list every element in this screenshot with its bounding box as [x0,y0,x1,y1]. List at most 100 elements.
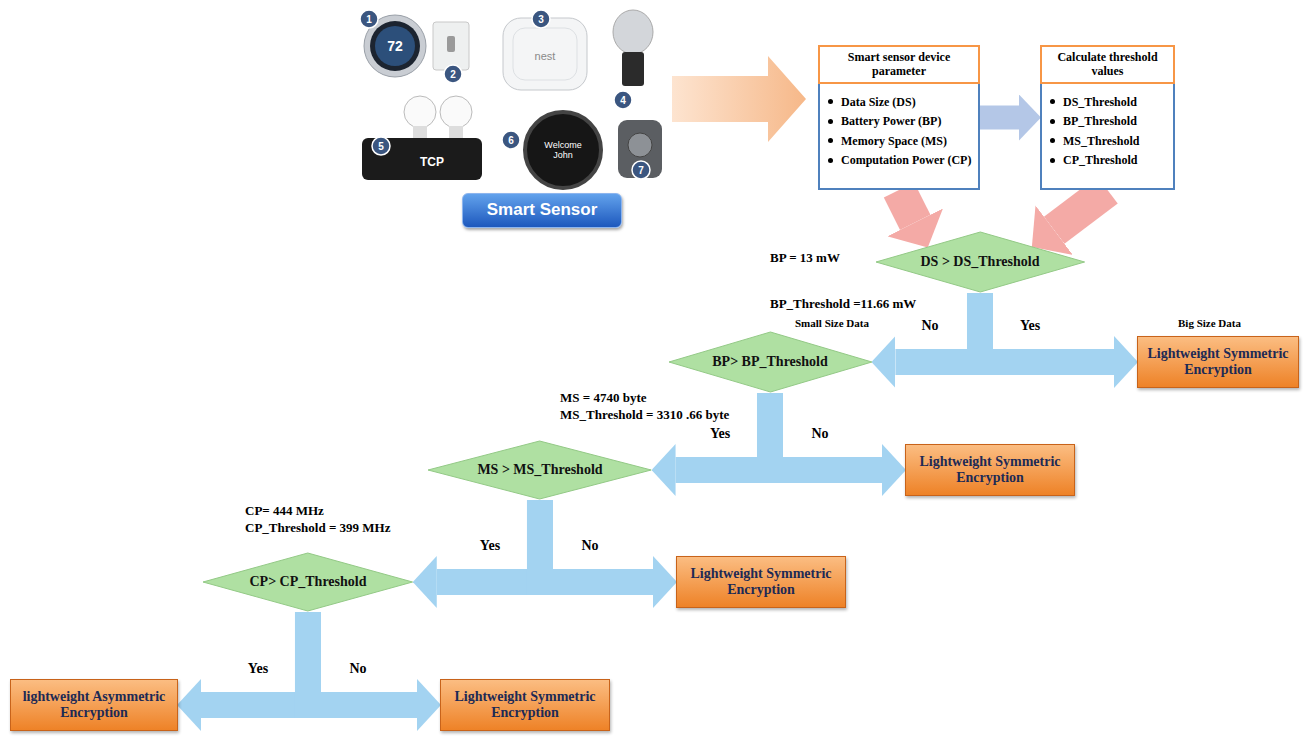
panel-body: Data Size (DS) Battery Power (BP) Memory S… [818,84,980,190]
callout-circle [502,131,520,149]
branch-arrow [437,500,540,582]
value-note: CP_Threshold = 399 MHz [245,520,390,536]
result-text: Lightweight Symmetric Encryption [447,689,603,721]
device-group-button: Smart Sensor [462,193,622,228]
switch-toggle [447,36,455,52]
bullet-dot [1050,138,1055,143]
value-note: BP_Threshold =11.66 mW [770,296,916,312]
result-box: Lightweight Symmetric Encryption [676,556,846,608]
detector-body [503,18,587,90]
callout-circle [632,161,650,179]
bullet-row: DS_Threshold [1046,95,1167,109]
bullet-dot [828,119,833,124]
lock-body [618,120,662,178]
callout-number: 7 [638,165,644,176]
branch-arrow [308,612,417,705]
button-label: Smart Sensor [487,200,598,220]
callout-number: 1 [366,14,372,25]
flow-arrow [980,106,1019,130]
panel-header: Calculate threshold values [1040,45,1175,84]
bulb-icon [613,10,653,86]
display-face [525,112,601,188]
decision-diamond: DS > DS_Threshold [875,231,1086,293]
hub-bar [362,138,482,180]
parameter-item: BP_Threshold [1063,114,1137,128]
input-arrow [672,56,806,142]
callout-circle [614,91,632,109]
branch-label: Yes [478,538,502,553]
decision-diamond: CP> CP_Threshold [202,552,414,612]
result-text: Lightweight Symmetric Encryption [912,454,1068,486]
decision-diamond: MS > MS_Threshold [427,440,652,500]
decision-text: MS > MS_Threshold [477,462,602,478]
bullet-row: Battery Power (BP) [824,114,972,128]
device-display: 72 [387,38,403,54]
branch-label: No [809,426,830,441]
bulb-base [622,52,644,86]
bullet-row: Data Size (DS) [824,95,972,109]
decision-text: DS > DS_Threshold [921,254,1040,270]
switch-icon [433,22,469,70]
result-box: lightweight Asymmetric Encryption [10,679,178,731]
decision-text: BP> BP_Threshold [712,354,827,370]
callout-circle [444,65,462,83]
decision-diamond: BP> BP_Threshold [668,331,873,393]
bullet-row: CP_Threshold [1046,153,1167,167]
branch-label: Yes [246,661,270,676]
flow-arrow [899,190,915,222]
thermostat-glow [375,26,415,66]
bullet-row: MS_Threshold [1046,134,1167,148]
diamond-shape [428,441,651,499]
callout-number: 2 [450,69,456,80]
branch-note: Small Size Data [795,317,869,329]
device-logo: TCP [420,155,444,169]
branch-note: Big Size Data [1178,317,1241,329]
lock-knob [628,133,652,157]
display-icon [525,112,601,188]
parameter-item: Data Size (DS) [841,95,916,109]
value-note: CP= 444 MHz [245,503,324,519]
bullet-row: BP_Threshold [1046,114,1167,128]
value-note: BP = 13 mW [770,250,840,266]
branch-label: No [919,318,940,333]
hub-icon [362,96,482,180]
bullet-dot [1050,158,1055,163]
callout-markers [360,10,650,179]
callout-circle [360,10,378,28]
hub-bulb-base [449,126,463,138]
branch-label: No [347,661,368,676]
value-note: MS_Threshold = 3310 .66 byte [560,407,729,423]
result-text: Lightweight Symmetric Encryption [1144,346,1292,378]
branch-arrow [676,393,770,470]
result-text: Lightweight Symmetric Encryption [683,566,839,598]
callout-circle [372,137,390,155]
bullet-dot [828,158,833,163]
branch-arrow [201,612,308,705]
threshold-panel: Calculate threshold valuesDS_ThresholdBP… [1040,45,1175,190]
parameter-item: Computation Power (CP) [841,153,971,167]
result-box: Lightweight Symmetric Encryption [440,679,610,731]
result-box: Lightweight Symmetric Encryption [905,444,1075,496]
bullet-dot [828,138,833,143]
parameter-item: Memory Space (MS) [841,134,947,148]
smoke-detector-icon [503,18,587,90]
thermostat-face [370,21,420,71]
branch-label: No [579,538,600,553]
diamond-shape [669,332,872,392]
flow-arrow [1054,190,1107,230]
panel-header: Smart sensor device parameter [818,45,980,84]
callout-number: 6 [508,135,514,146]
callout-circle [532,10,550,28]
callout-number: 3 [538,14,544,25]
device-logo: nest [535,50,556,62]
branch-arrow [980,293,1114,362]
diamond-shape [876,232,1085,292]
bullet-dot [828,99,833,104]
branch-label: Yes [708,426,732,441]
decision-text: CP> CP_Threshold [249,574,366,590]
diamond-shape [203,553,413,611]
bulb-glass [613,10,653,54]
branch-arrow [770,393,882,470]
panel-title: Smart sensor device parameter [824,50,974,79]
